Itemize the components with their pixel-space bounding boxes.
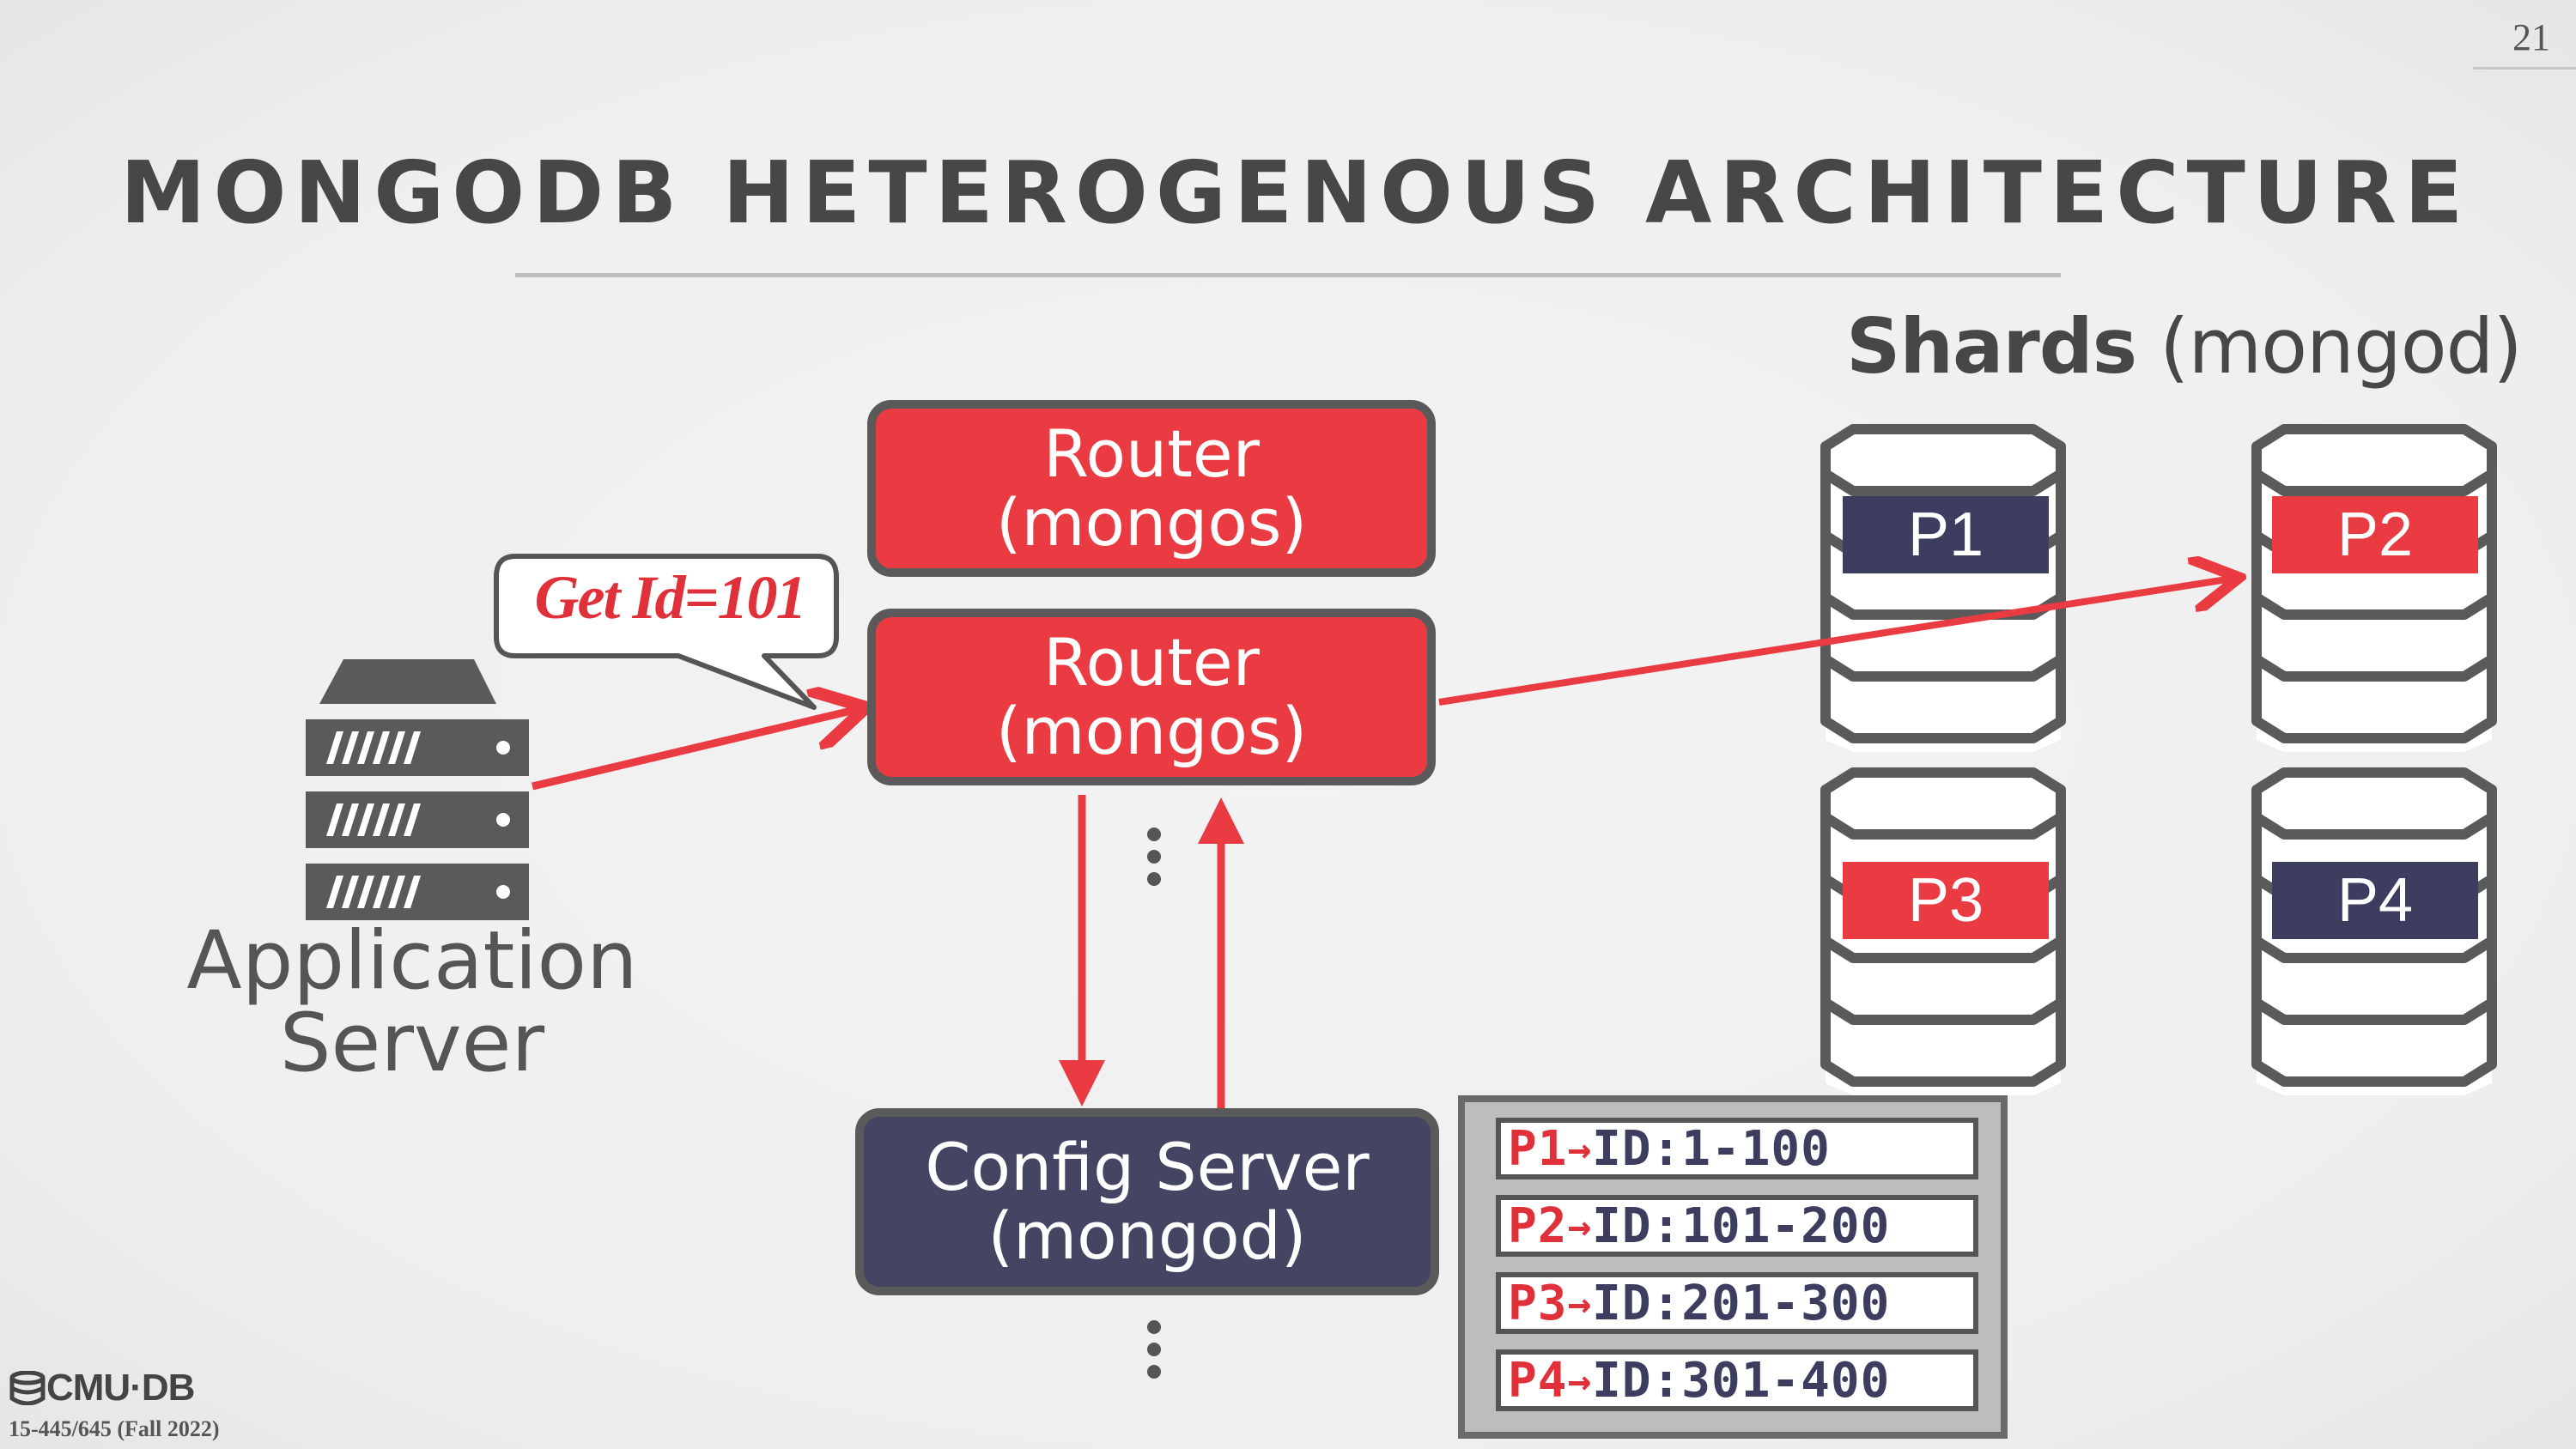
title-divider [515, 273, 2061, 277]
partition-label-p3: P3 [1843, 862, 2049, 939]
partition-label-p2: P2 [2272, 496, 2478, 573]
router-2-line1: Router [1043, 624, 1260, 700]
application-server-label: Application Server [172, 920, 653, 1085]
map-range: ID:201-300 [1592, 1275, 1891, 1331]
shards-heading-normal: (mongod) [2136, 302, 2523, 391]
application-server-line2: Server [279, 997, 545, 1090]
router-box-1: Router (mongos) [867, 400, 1436, 577]
map-arrow-icon: → [1567, 1357, 1593, 1404]
router-1-line2: (mongos) [995, 484, 1308, 561]
arrow-app-to-router [531, 709, 859, 791]
router-box-2: Router (mongos) [867, 609, 1436, 785]
router-ellipsis [1147, 828, 1161, 886]
server-icon [306, 659, 529, 920]
config-ellipsis [1147, 1320, 1161, 1379]
config-server-line2: (mongod) [987, 1197, 1307, 1274]
partition-map-table: P1→ID:1-100 P2→ID:101-200 P3→ID:201-300 … [1458, 1095, 2008, 1439]
map-partition: P4 [1508, 1352, 1568, 1409]
map-range: ID:301-400 [1592, 1352, 1891, 1409]
partition-map-row: P3→ID:201-300 [1496, 1272, 1978, 1334]
slide-number: 21 [2512, 16, 2550, 58]
map-partition: P2 [1508, 1197, 1568, 1254]
logo-text: CMU·DB [46, 1367, 195, 1409]
request-callout-bubble [494, 554, 839, 710]
config-server-box: Config Server (mongod) [855, 1108, 1439, 1295]
shard-cylinder-1 [1826, 429, 2061, 752]
map-partition: P1 [1508, 1120, 1568, 1177]
request-callout-text: Get Id=101 [534, 563, 806, 632]
map-arrow-icon: → [1567, 1203, 1593, 1249]
partition-map-row: P1→ID:1-100 [1496, 1118, 1978, 1179]
map-arrow-icon: → [1567, 1125, 1593, 1172]
database-icon [9, 1371, 46, 1405]
map-partition: P3 [1508, 1275, 1568, 1331]
map-range: ID:1-100 [1592, 1120, 1831, 1177]
shard-cylinder-2 [2257, 429, 2492, 752]
cmu-db-logo: CMU·DB [9, 1367, 195, 1410]
router-1-line1: Router [1043, 415, 1260, 492]
application-server-line1: Application [186, 914, 638, 1008]
slide-number-divider [2473, 67, 2576, 70]
course-label: 15-445/645 (Fall 2022) [9, 1416, 220, 1441]
config-server-line1: Config Server [925, 1129, 1370, 1205]
partition-label-p1: P1 [1843, 496, 2049, 573]
slide-title: MONGODB HETEROGENOUS ARCHITECTURE [120, 142, 2471, 243]
partition-label-p4: P4 [2272, 862, 2478, 939]
shards-heading-bold: Shards [1846, 302, 2137, 391]
arrow-router-to-p2 [1438, 579, 2233, 706]
partition-map-row: P2→ID:101-200 [1496, 1195, 1978, 1257]
map-range: ID:101-200 [1592, 1197, 1891, 1254]
map-arrow-icon: → [1567, 1280, 1593, 1326]
partition-map-row: P4→ID:301-400 [1496, 1349, 1978, 1411]
router-2-line2: (mongos) [995, 693, 1308, 769]
shards-heading: Shards (mongod) [1846, 302, 2523, 391]
